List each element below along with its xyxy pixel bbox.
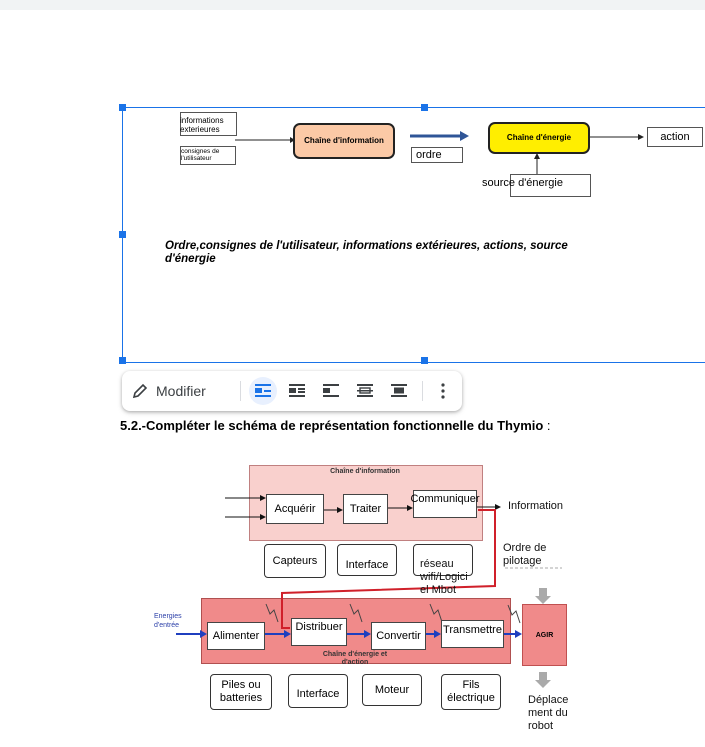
reseau-callout (413, 544, 473, 576)
behind-text-icon (357, 384, 373, 397)
edit-image-label: Modifier (156, 383, 206, 399)
energies-entree-label: Energies d'entrée (154, 613, 182, 629)
transmettre-box: Transmettre (441, 620, 504, 648)
break-text-icon (323, 384, 339, 397)
section-heading: 5.2.-Compléter le schéma de représentati… (120, 418, 551, 433)
action-box: action (647, 127, 703, 147)
interface-callout-top: Interface (337, 544, 397, 576)
moteur-callout: Moteur (362, 674, 422, 706)
ordre-box: ordre (411, 147, 463, 163)
distribuer-box: Distribuer (291, 618, 347, 646)
section-heading-bold: 5.2.-Compléter le schéma de représentati… (120, 418, 544, 433)
more-options-button[interactable] (429, 377, 457, 405)
convertir-box: Convertir (371, 622, 426, 650)
chaine-energie-title: Chaîne d'énergie et d'action (322, 651, 388, 666)
in-front-of-text-icon (391, 384, 407, 397)
reseau-label: réseau wifi/Logici el Mbot (420, 558, 468, 596)
chaine-information-title: Chaîne d'information (330, 468, 400, 475)
traiter-box: Traiter (343, 494, 388, 524)
inline-button[interactable] (249, 377, 277, 405)
fils-callout: Fils électrique (441, 674, 501, 710)
break-text-button[interactable] (317, 377, 345, 405)
toolbar-divider (422, 381, 423, 401)
ordre-pilotage-label: Ordre de pilotage (503, 542, 547, 567)
image-options-toolbar: Modifier (122, 371, 462, 411)
alimenter-box: Alimenter (207, 622, 265, 650)
toolbar-divider (240, 381, 241, 401)
informations-exterieures-label: informations exterieures (180, 116, 224, 134)
consignes-label: consignes de l'utilisateur (181, 148, 220, 162)
resize-handle-bottom[interactable] (421, 357, 428, 364)
edit-image-button[interactable]: Modifier (132, 377, 206, 405)
source-energie-box (510, 174, 591, 197)
resize-handle-top-left[interactable] (119, 104, 126, 111)
interface-callout-bottom: Interface (288, 674, 348, 708)
section-heading-suffix: : (543, 418, 551, 433)
information-label: Information (508, 500, 564, 512)
resize-handle-top[interactable] (421, 104, 428, 111)
more-icon (441, 383, 445, 399)
resize-handle-left[interactable] (119, 231, 126, 238)
chaine-information-node: Chaîne d'information (293, 123, 395, 159)
communiquer-box: Communiquer (410, 490, 480, 518)
chaine-energie-node: Chaîne d'énergie (488, 122, 590, 154)
agir-box: AGIR (522, 604, 567, 666)
diagram1-caption: Ordre,consignes de l'utilisateur, inform… (165, 240, 568, 265)
consignes-box (180, 146, 236, 165)
wrap-text-icon (289, 384, 305, 397)
deplacement-label: Déplace ment du robot (528, 694, 569, 732)
resize-handle-bottom-left[interactable] (119, 357, 126, 364)
informations-exterieures-box (180, 112, 237, 136)
acquerir-box: Acquérir (266, 494, 324, 524)
in-front-of-text-button[interactable] (385, 377, 413, 405)
pencil-icon (132, 383, 148, 399)
wrap-text-button[interactable] (283, 377, 311, 405)
piles-callout: Piles ou batteries (210, 674, 272, 710)
behind-text-button[interactable] (351, 377, 379, 405)
source-energie-label: source d'énergie (482, 177, 563, 189)
capteurs-callout: Capteurs (264, 544, 326, 578)
inline-icon (255, 384, 271, 397)
